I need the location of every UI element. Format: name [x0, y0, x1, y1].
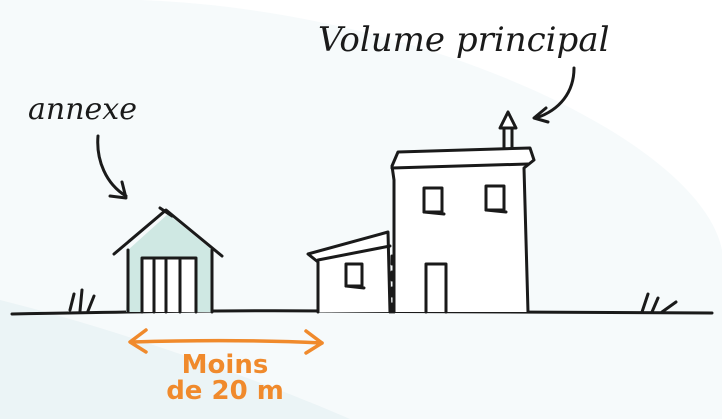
annexe-door: [140, 256, 198, 314]
distance-label-line2: de 20 m: [166, 376, 284, 406]
window-right: [484, 184, 506, 212]
window-extension: [344, 262, 364, 288]
chimney: [502, 126, 514, 150]
house-door: [424, 262, 448, 314]
grass-tuft-left: [68, 288, 96, 313]
grass-tuft-right: [640, 292, 678, 314]
main-house: [306, 110, 536, 314]
window-left: [422, 186, 444, 214]
annexe-label: annexe: [28, 92, 137, 127]
annexe-shed: [112, 206, 224, 314]
curved-arrow-down-right-icon: [96, 134, 128, 200]
distance-label-line1: Moins: [181, 350, 269, 380]
main-volume-label: Volume principal: [318, 20, 610, 60]
curved-arrow-down-left-icon: [532, 66, 576, 124]
distance-label: Moins de 20 m: [160, 352, 290, 404]
double-headed-arrow-icon: [128, 328, 324, 355]
